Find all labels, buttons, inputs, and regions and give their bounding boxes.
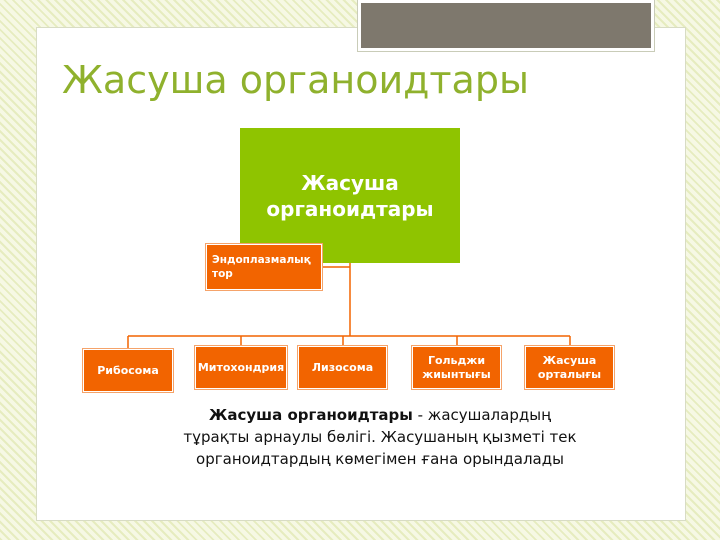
side-node-endoplasmic-reticulum: Эндоплазмалық тор <box>206 244 322 290</box>
root-node: Жасуша органоидтары <box>240 128 460 263</box>
caption-definition: - жасушалардың тұрақты арнаулы бөлігі. Ж… <box>183 406 577 468</box>
child-node-cell-center: Жасуша орталығы <box>525 346 614 389</box>
caption-term: Жасуша органоидтары <box>209 406 413 424</box>
child-node-mitochondria: Митохондрия <box>195 346 287 389</box>
child-node-golgi: Гольджи жиынтығы <box>412 346 501 389</box>
slide-canvas <box>36 27 686 521</box>
header-photo <box>358 0 654 51</box>
slide-title: Жасуша органоидтары <box>62 58 529 102</box>
child-node-ribosome: Рибосома <box>83 349 173 392</box>
caption-text: Жасуша органоидтары - жасушалардың тұрақ… <box>175 404 585 470</box>
child-node-lysosome: Лизосома <box>298 346 387 389</box>
